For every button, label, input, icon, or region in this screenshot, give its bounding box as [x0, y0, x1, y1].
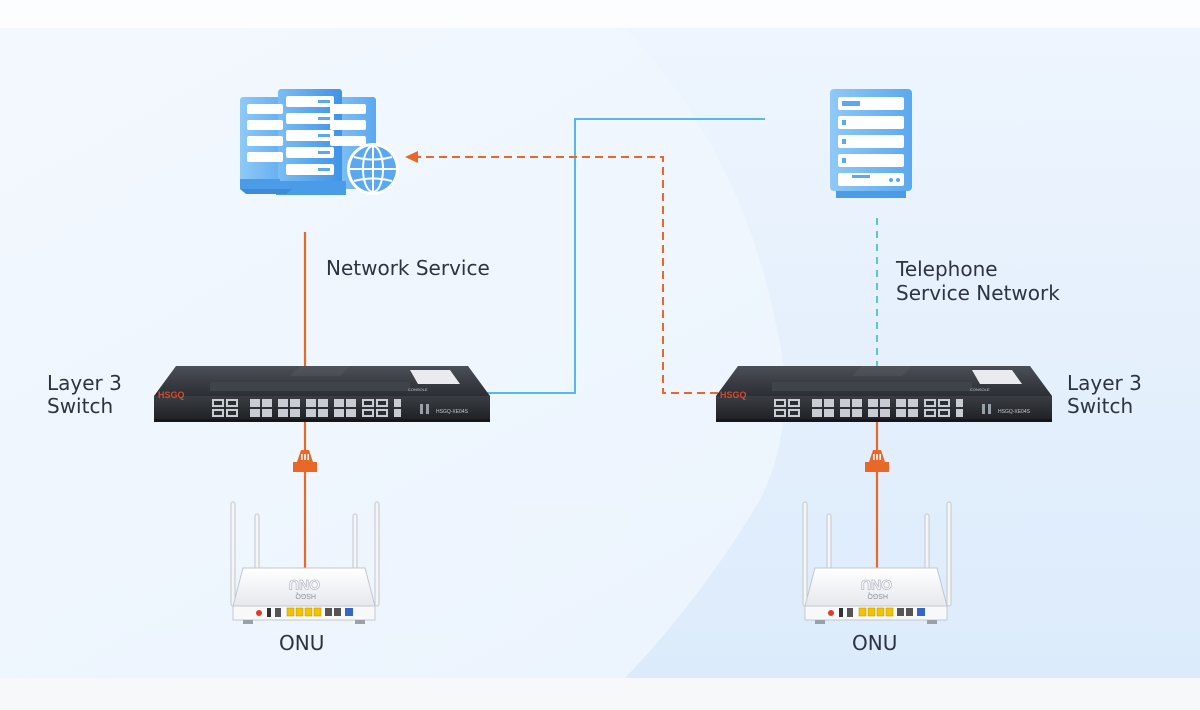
left-onu-label: ONU	[279, 631, 325, 655]
right-switch-label-line1: Layer 3	[1067, 371, 1142, 395]
switch-model-left: HSGQ-XE04S	[436, 409, 469, 415]
left-switch-label-line2: Switch	[47, 394, 114, 418]
switch-console-left: CONSOLE	[408, 387, 428, 392]
globe-icon	[347, 143, 399, 195]
network-service-label: Network Service	[326, 256, 490, 280]
left-switch-label-line1: Layer 3	[47, 371, 122, 395]
link-right-switch-to-internet-dashed	[405, 151, 718, 394]
telephone-service-label-line2: Service Network	[896, 281, 1060, 305]
onu-brand-right: HSGQ	[867, 592, 888, 599]
switch-model-right: HSGQ-XE04S	[998, 409, 1031, 415]
switch-brand-right: HSGQ	[720, 390, 747, 400]
right-switch-label-line2: Switch	[1067, 394, 1134, 418]
onu-brand-left: HSGQ	[295, 592, 316, 599]
right-onu-label: ONU	[852, 631, 898, 655]
server-icon	[830, 89, 912, 198]
switch-brand-left: HSGQ	[158, 390, 185, 400]
arrowhead-left	[405, 151, 418, 163]
switch-console-right: CONSOLE	[970, 387, 990, 392]
link-left-switch-to-telephone-server	[470, 118, 765, 394]
telephone-service-label-line1: Telephone	[896, 257, 998, 281]
onu-panel-text-left: ONU	[289, 577, 320, 593]
onu-panel-text-right: ONU	[861, 577, 892, 593]
